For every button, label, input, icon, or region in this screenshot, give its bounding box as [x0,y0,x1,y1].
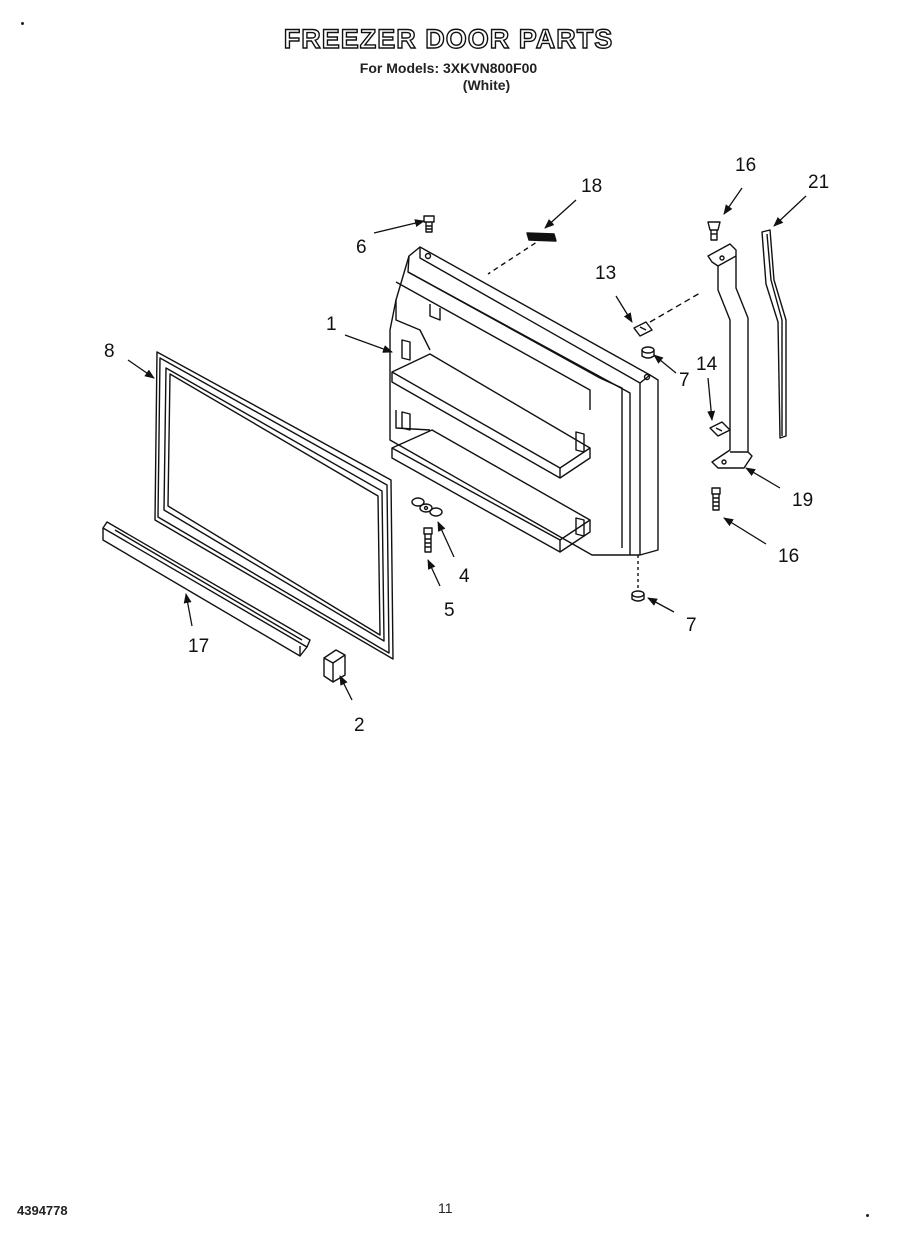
callout-arrows [127,187,807,701]
door-trim-drawing [102,521,311,657]
page-title: FREEZER DOOR PARTS [283,23,614,54]
screw-16-bottom-drawing [711,487,721,511]
door-gasket-drawing [154,351,394,660]
callout-7-bottom: 7 [686,615,697,636]
label-18-drawing [487,232,557,275]
corner-mark [21,22,24,25]
document-number: 4394778 [17,1203,68,1218]
washer-screw-drawing [411,497,443,553]
shim-14-drawing [709,421,731,437]
callout-8: 8 [104,341,115,362]
callout-19: 19 [792,490,813,511]
callout-13: 13 [595,263,616,284]
door-liner-drawing [389,246,659,556]
callout-labels: 6 18 1 8 16 21 13 7 14 19 16 4 5 7 17 2 [104,155,829,736]
page-number: 11 [438,1200,453,1216]
callout-6: 6 [356,237,367,258]
bushing-7-top-drawing [641,346,655,359]
callout-1: 1 [326,314,337,335]
callout-7-top: 7 [679,370,690,391]
door-stop-drawing [323,649,346,683]
screw-6-drawing [423,215,435,233]
callout-18: 18 [581,176,602,197]
callout-14: 14 [696,354,718,375]
shim-13-drawing [633,292,701,337]
callout-17: 17 [188,636,209,657]
model-line: For Models: 3XKVN800F00 [359,60,538,76]
callout-2: 2 [354,715,365,736]
callout-21: 21 [808,172,829,193]
callout-5: 5 [444,600,455,621]
callout-4: 4 [459,566,470,587]
handle-19-drawing [707,243,753,469]
color-line: (White) [462,77,511,93]
handle-trim-21-drawing [761,229,787,439]
callout-16-bottom: 16 [778,546,799,567]
callout-16-top: 16 [735,155,756,176]
screw-16-top-drawing [707,221,721,241]
bushing-7-bottom-drawing [631,555,645,602]
corner-mark [866,1214,869,1217]
